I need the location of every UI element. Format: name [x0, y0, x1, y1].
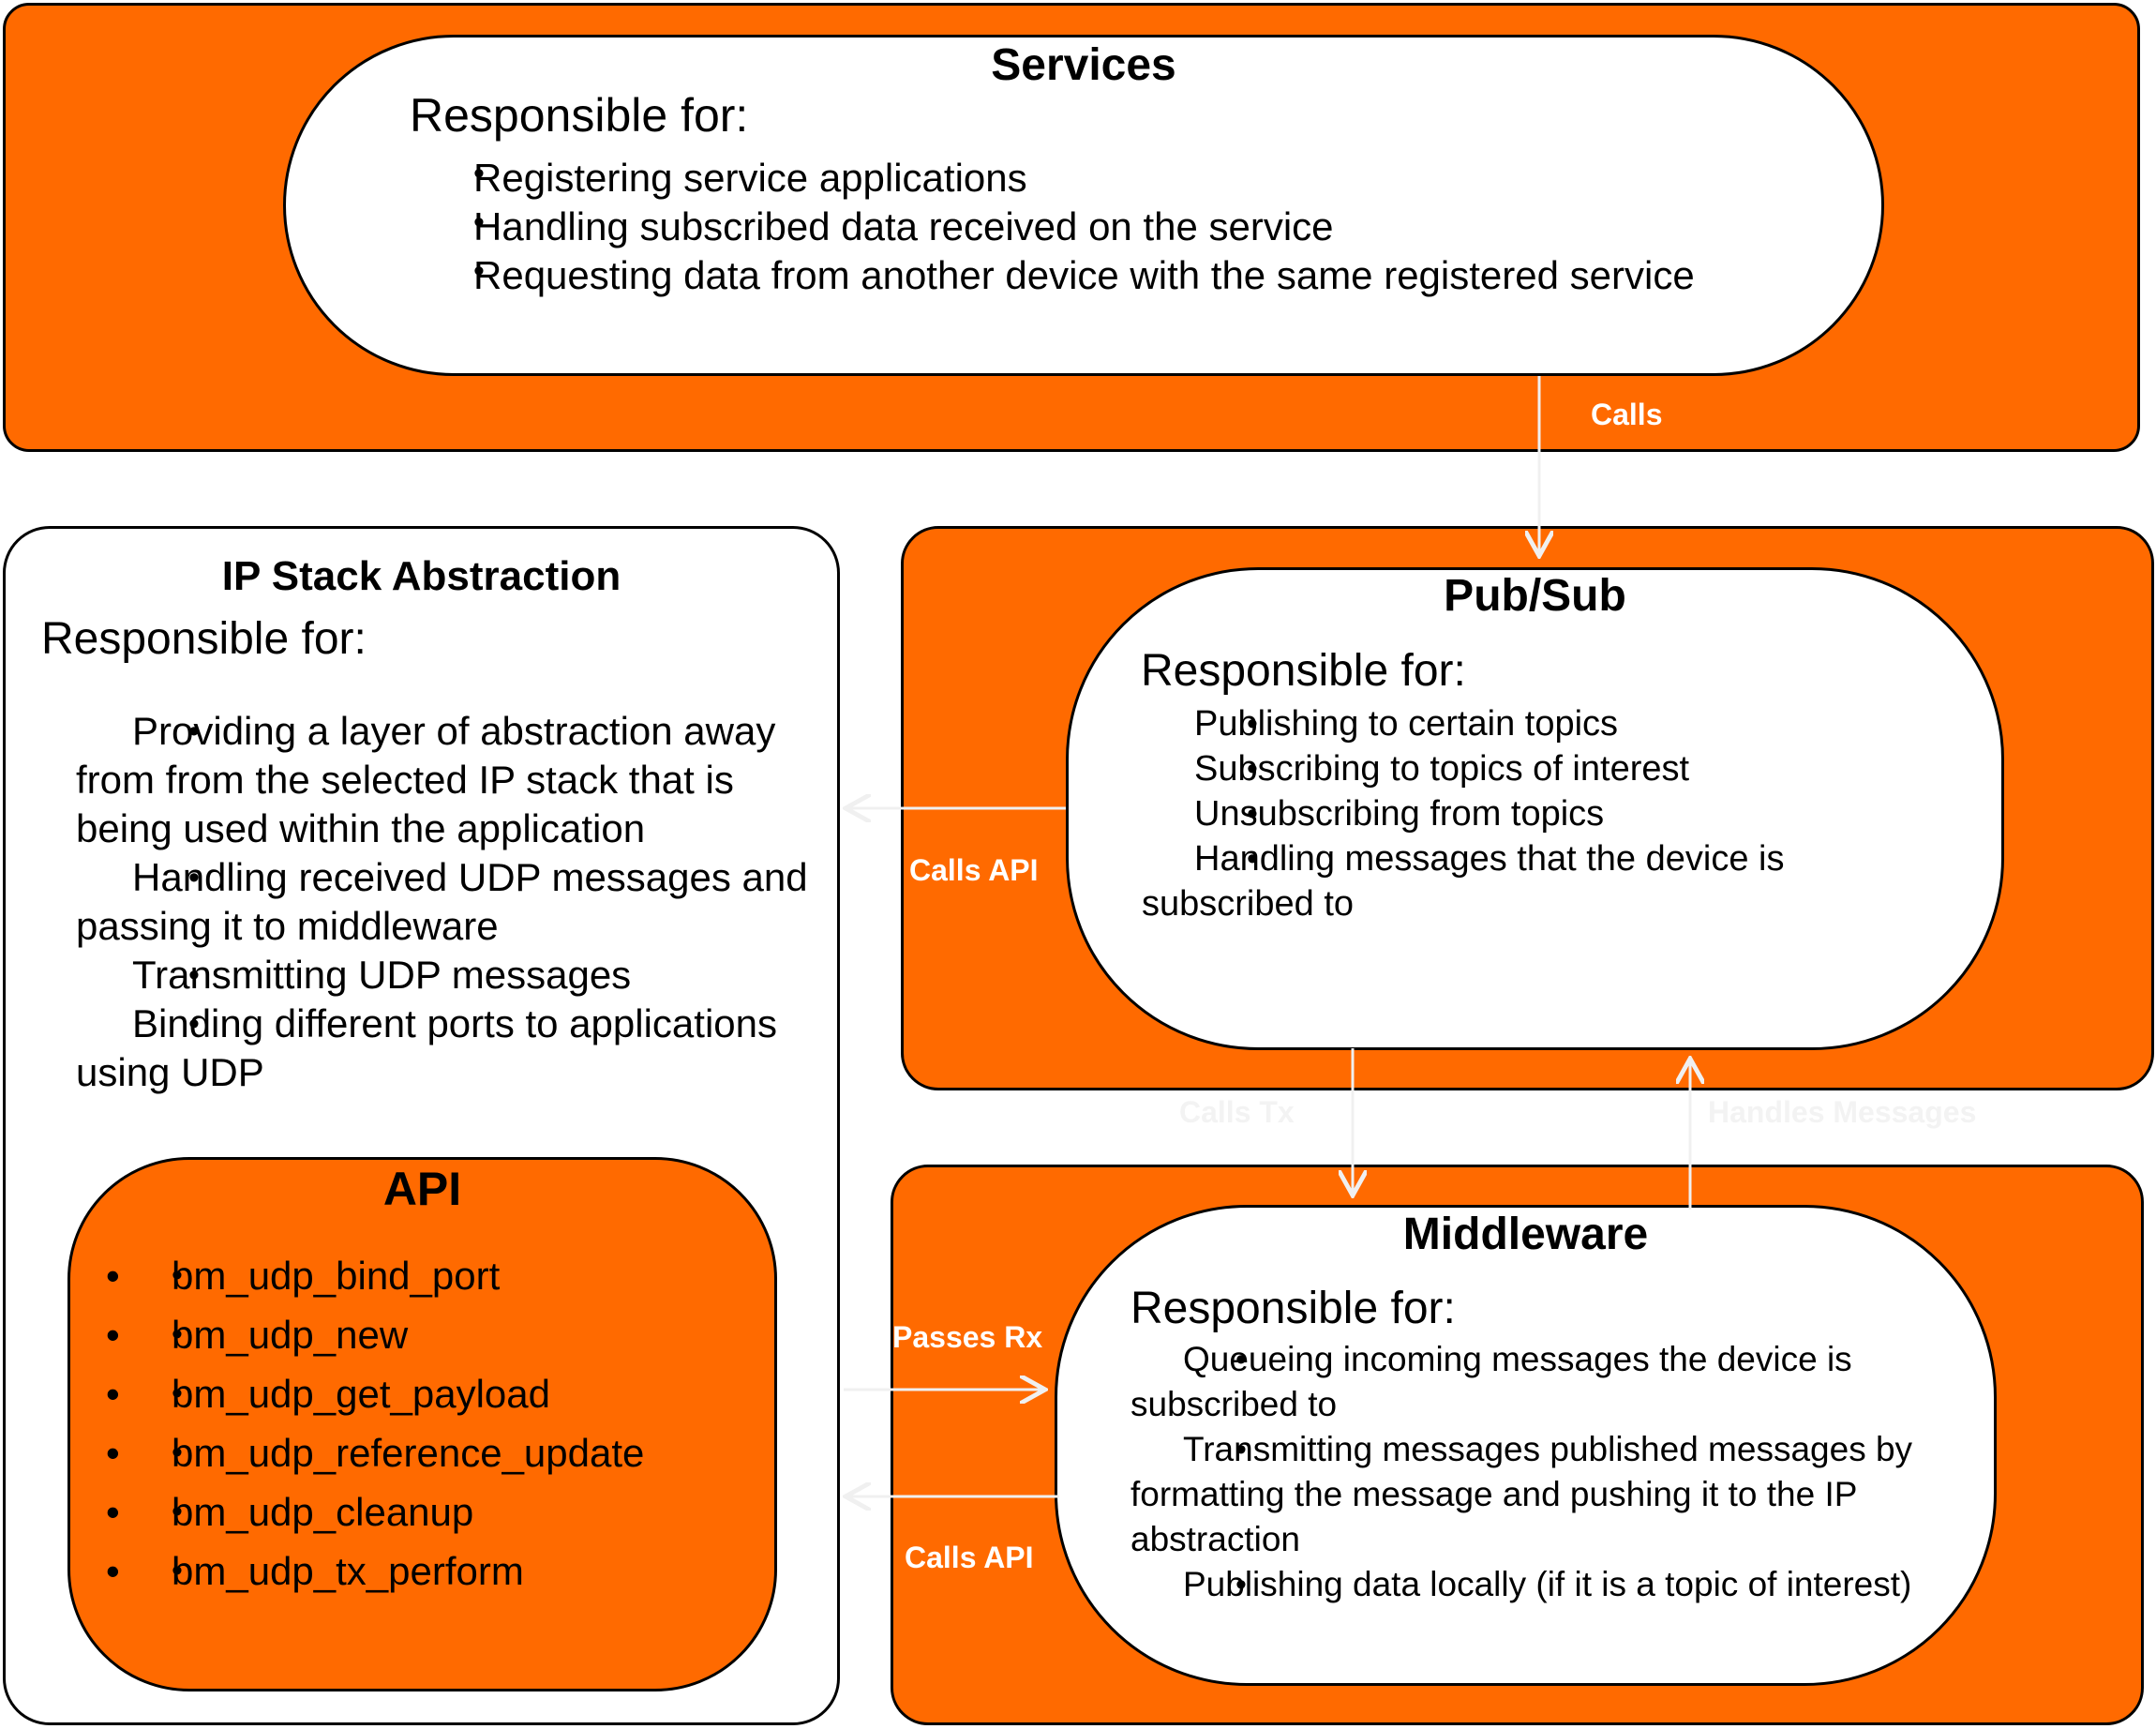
services-list: Registering service applications Handlin…: [413, 156, 1857, 302]
list-item: • bm_udp_get_payload: [106, 1364, 762, 1423]
bullet-icon: •: [106, 1490, 120, 1534]
list-item: • bm_udp_cleanup: [106, 1482, 762, 1541]
list-item: • bm_udp_bind_port: [106, 1246, 762, 1305]
list-item: Unsubscribing from topics: [1142, 791, 1835, 836]
list-item: Requesting data from another device with…: [413, 253, 1857, 302]
list-item: • bm_udp_reference_update: [106, 1423, 762, 1482]
edge-label-calls-tx: Calls Tx: [1179, 1095, 1295, 1129]
api-list: • bm_udp_bind_port • bm_udp_new • bm_udp…: [106, 1246, 762, 1601]
middleware-list: Queueing incoming messages the device is…: [1130, 1337, 1937, 1607]
pubsub-list: Publishing to certain topics Subscribing…: [1142, 701, 1835, 926]
list-item: Publishing data locally (if it is a topi…: [1130, 1562, 1937, 1607]
ip-stack-title: IP Stack Abstraction: [221, 553, 621, 599]
services-title: Services: [991, 40, 1176, 90]
middleware-heading: Responsible for:: [1130, 1284, 1456, 1333]
pubsub-node: Pub/Sub Responsible for: Publishing to c…: [1066, 567, 2004, 1050]
edge-label-passes-rx: Passes Rx: [892, 1320, 1043, 1354]
list-item: Subscribing to topics of interest: [1142, 746, 1835, 791]
list-item: Handling received UDP messages and passi…: [76, 853, 816, 951]
middleware-node: Middleware Responsible for: Queueing inc…: [1055, 1205, 1997, 1686]
bullet-icon: •: [106, 1313, 120, 1357]
list-item: • bm_udp_new: [106, 1305, 762, 1364]
pubsub-title: Pub/Sub: [1444, 571, 1626, 621]
ip-stack-list: Providing a layer of abstraction away fr…: [76, 707, 816, 1097]
edge-label-calls-api-middleware: Calls API: [905, 1541, 1034, 1574]
api-title: API: [382, 1163, 462, 1215]
edge-label-handles-messages: Handles Messages: [1708, 1095, 1977, 1129]
list-item: Publishing to certain topics: [1142, 701, 1835, 746]
services-node: Services Responsible for: Registering se…: [283, 35, 1884, 376]
list-item: Handling messages that the device is sub…: [1142, 836, 1835, 926]
edge-label-calls-api-pubsub: Calls API: [909, 853, 1039, 887]
ip-stack-heading: Responsible for:: [41, 614, 367, 664]
bullet-icon: •: [106, 1549, 120, 1593]
api-node: API • bm_udp_bind_port • bm_udp_new • bm…: [67, 1157, 777, 1691]
list-item: Queueing incoming messages the device is…: [1130, 1337, 1937, 1427]
middleware-title: Middleware: [1402, 1210, 1649, 1259]
ip-stack-node: IP Stack Abstraction Responsible for: Pr…: [3, 526, 840, 1725]
bullet-icon: •: [106, 1254, 120, 1298]
edge-label-calls: Calls: [1591, 398, 1663, 431]
list-item: Handling subscribed data received on the…: [413, 204, 1857, 253]
bullet-icon: •: [106, 1372, 120, 1416]
list-item: Binding different ports to applications …: [76, 1000, 816, 1097]
list-item: Transmitting UDP messages: [76, 951, 816, 1000]
list-item: • bm_udp_tx_perform: [106, 1541, 762, 1601]
list-item: Transmitting messages published messages…: [1130, 1427, 1937, 1562]
list-item: Providing a layer of abstraction away fr…: [76, 707, 816, 853]
pubsub-heading: Responsible for:: [1141, 646, 1466, 696]
services-heading: Responsible for:: [410, 89, 749, 142]
list-item: Registering service applications: [413, 156, 1857, 204]
bullet-icon: •: [106, 1431, 120, 1475]
